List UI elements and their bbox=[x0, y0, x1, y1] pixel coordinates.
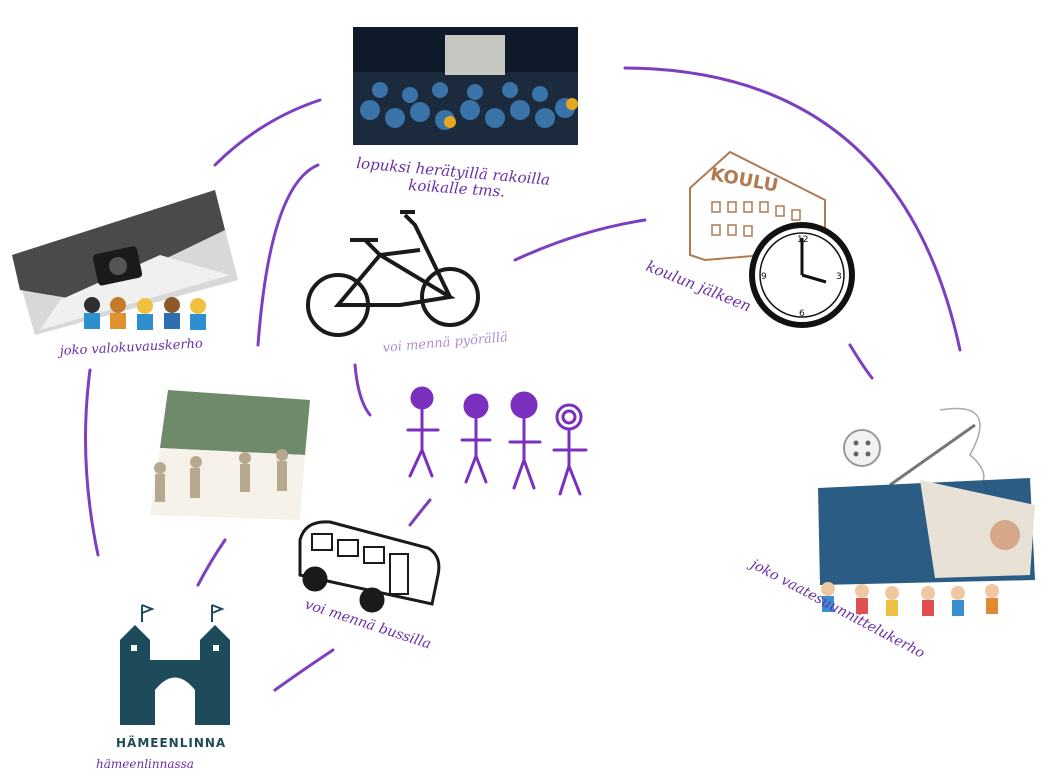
clock-icon: 12 3 6 9 bbox=[749, 222, 855, 328]
hameenlinna-logo bbox=[120, 604, 230, 725]
crafts-illustration bbox=[818, 407, 1035, 585]
connector-lines bbox=[84, 66, 962, 692]
school-caption: koulun jälkeen bbox=[644, 257, 754, 315]
concert-photo bbox=[353, 27, 578, 145]
bus-drawing bbox=[298, 520, 441, 613]
school-sign: KOULU bbox=[709, 164, 780, 197]
bicycle-drawing bbox=[306, 210, 480, 337]
jumping-kids-photo bbox=[150, 390, 310, 520]
crafts-kids-icons bbox=[821, 582, 999, 616]
nature-caption: joko valokuvauskerho bbox=[56, 337, 203, 360]
stick-figures bbox=[406, 386, 588, 496]
kids-icons bbox=[84, 297, 206, 330]
svg-text:9: 9 bbox=[761, 272, 767, 282]
svg-text:3: 3 bbox=[836, 272, 842, 282]
bicycle-caption: voi mennä pyörällä bbox=[382, 330, 508, 356]
hameenlinna-caption: hämeenlinnassa bbox=[96, 757, 194, 771]
hameenlinna-logo-text: HÄMEENLINNA bbox=[116, 735, 226, 750]
nature-photo bbox=[12, 190, 238, 335]
svg-text:12: 12 bbox=[797, 235, 808, 245]
svg-text:6: 6 bbox=[799, 309, 805, 319]
